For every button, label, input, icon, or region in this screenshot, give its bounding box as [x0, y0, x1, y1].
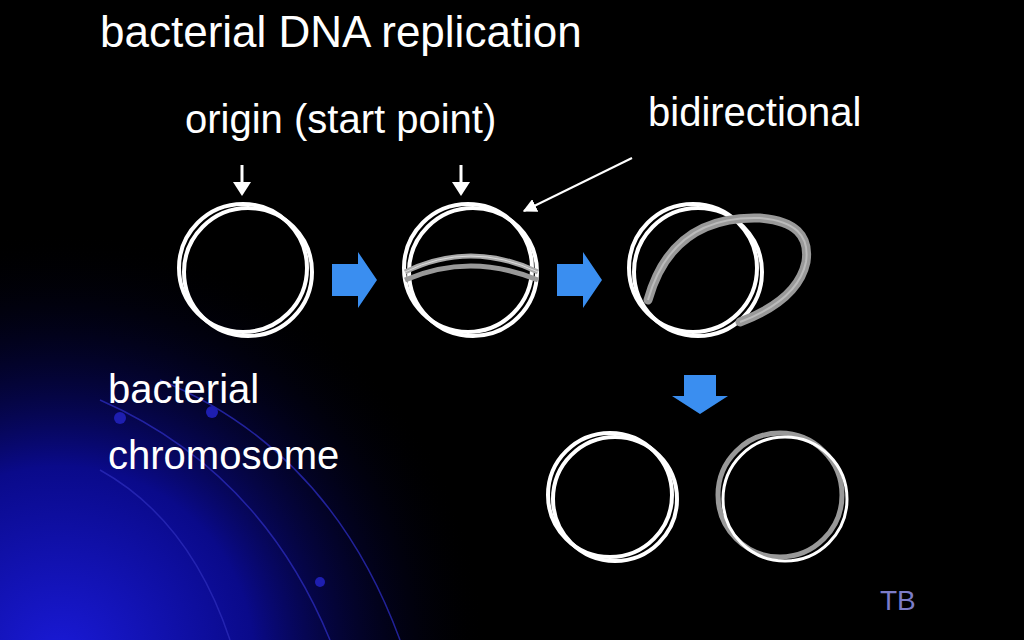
slide-title: bacterial DNA replication [100, 8, 582, 56]
leader-line [524, 158, 632, 211]
chromosome-nearly-replicated [629, 204, 807, 336]
chromosome-replicating [404, 204, 538, 336]
annotation-label: TB [880, 586, 916, 617]
annotation-label: origin (start point) [185, 97, 496, 141]
annotation-label: bacterial chromosome [108, 356, 408, 488]
daughter-chromosomes [548, 433, 847, 561]
decor-curves [100, 380, 400, 640]
chromosome-circle [179, 204, 312, 336]
annotation-label: bidirectional [648, 90, 861, 134]
corner-glow [0, 220, 520, 640]
origin-arrow [233, 165, 470, 196]
process-arrow [332, 252, 728, 414]
